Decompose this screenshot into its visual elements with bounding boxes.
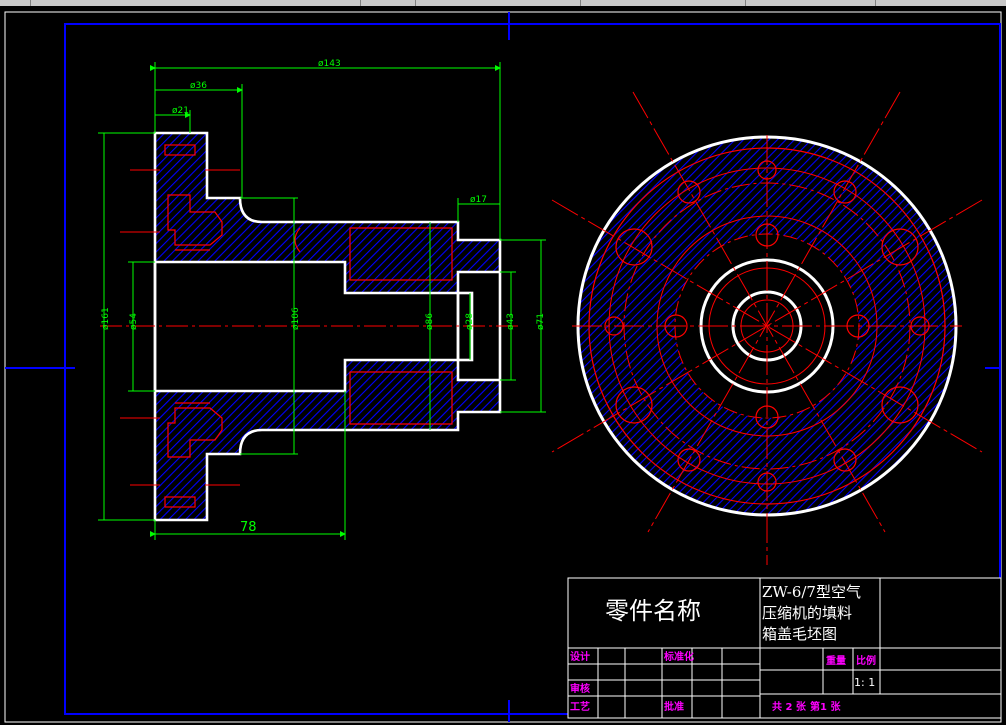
dimensions xyxy=(98,62,546,540)
dim-d161: ø161 xyxy=(101,307,111,330)
section-upper-half xyxy=(155,133,500,293)
dim-d36: ø36 xyxy=(190,81,207,91)
dim-d43: ø43 xyxy=(506,313,516,330)
title-part-name-line2: 压缩机的填料 xyxy=(762,604,852,622)
dim-d86: ø86 xyxy=(425,313,435,330)
dim-d17: ø17 xyxy=(470,195,487,205)
end-view[interactable] xyxy=(551,91,983,565)
title-block: 零件名称 ZW-6/7型空气 压缩机的填料 箱盖毛坯图 设计 标准化 审核 工艺… xyxy=(567,577,1002,719)
title-part-name-label: 零件名称 xyxy=(605,597,701,625)
label-review: 审核 xyxy=(570,682,590,695)
value-scale: 1: 1 xyxy=(854,676,875,689)
section-view[interactable] xyxy=(100,131,520,522)
dim-d28: ø28 xyxy=(465,313,475,330)
title-part-name-line1: ZW-6/7型空气 xyxy=(762,583,861,601)
label-standardize: 标准化 xyxy=(663,650,694,663)
label-scale: 比例 xyxy=(856,654,876,667)
dimension-labels: ø143 ø36 ø21 ø17 ø161 ø54 ø106 ø86 ø28 ø… xyxy=(101,59,546,535)
dim-d21: ø21 xyxy=(172,106,189,116)
drawing-frame xyxy=(4,11,1002,723)
dim-d106: ø106 xyxy=(291,307,301,330)
label-process: 工艺 xyxy=(570,700,590,713)
toolbar-strip xyxy=(0,0,1006,6)
label-sheet-no: 第1 张 xyxy=(810,700,841,713)
title-part-name-line3: 箱盖毛坯图 xyxy=(762,625,837,643)
dim-d54: ø54 xyxy=(129,313,139,330)
label-approve: 批准 xyxy=(664,700,684,713)
dim-d71: ø71 xyxy=(536,313,546,330)
dim-len78: 78 xyxy=(240,520,257,535)
bolt-holes xyxy=(604,160,930,492)
section-lower-half xyxy=(155,360,500,520)
label-weight: 重量 xyxy=(826,654,846,667)
dim-d143: ø143 xyxy=(318,59,341,69)
label-design: 设计 xyxy=(570,650,590,663)
label-sheets-total: 共 2 张 xyxy=(772,700,807,713)
